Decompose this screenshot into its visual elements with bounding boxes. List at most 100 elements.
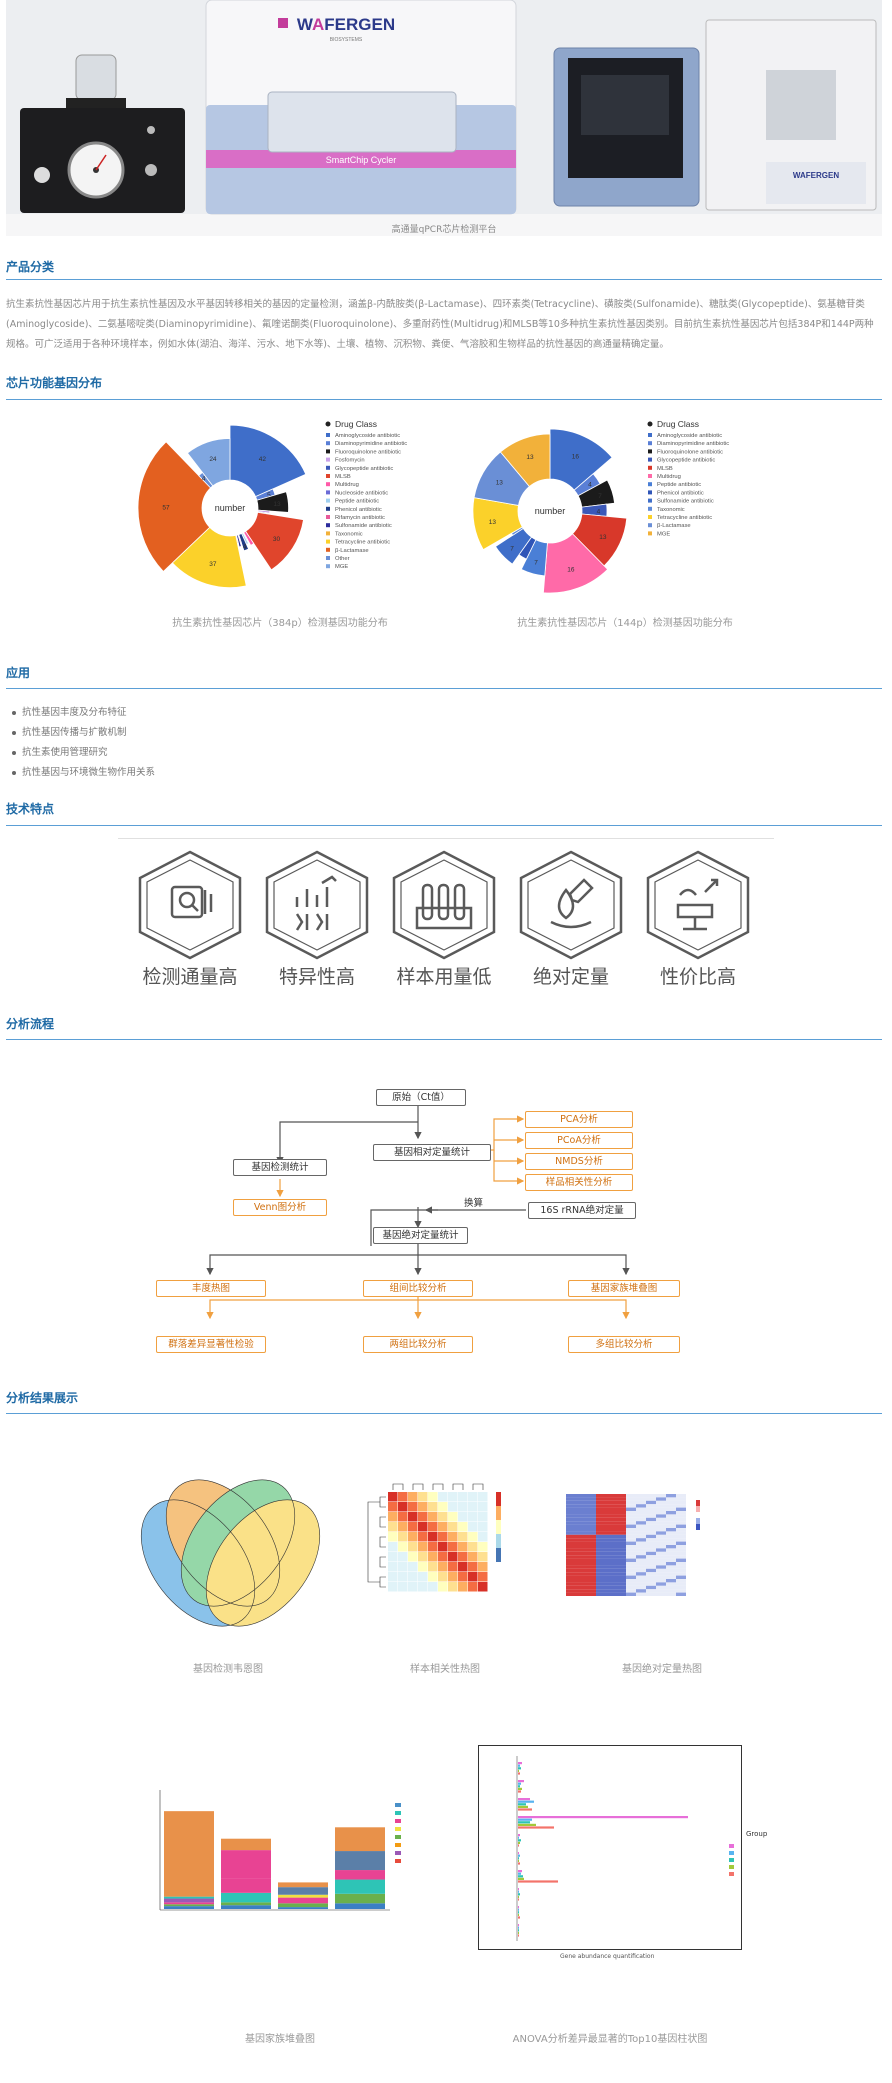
heat-cell: [646, 1538, 656, 1542]
legend-label: β-Lactamase: [335, 548, 369, 554]
heat-cell: [646, 1585, 656, 1590]
heat-cell: [596, 1538, 606, 1542]
heat-cell: [458, 1552, 468, 1562]
heat-cell: [576, 1507, 586, 1511]
bar-chart-icon: [265, 850, 369, 960]
heat-cell: [656, 1531, 666, 1535]
heat-cell: [586, 1579, 596, 1583]
heat-cell: [418, 1522, 428, 1532]
legend-swatch: [326, 523, 330, 528]
heat-cell: [646, 1497, 656, 1501]
pie-slice-label: 42: [259, 456, 267, 463]
heat-cell: [666, 1572, 676, 1576]
caption-anova: ANOVA分析差异最显著的Top10基因柱状图: [512, 2034, 708, 2045]
heat-cell: [566, 1507, 576, 1511]
heat-cell: [676, 1579, 686, 1583]
heat-cell: [676, 1592, 686, 1596]
heat-cell: [586, 1511, 596, 1515]
anova-bar: [518, 1818, 532, 1821]
legend-swatch: [648, 515, 652, 519]
heat-cell: [626, 1555, 636, 1559]
anova-bar: [518, 1898, 519, 1901]
colorbar-segment: [496, 1548, 501, 1562]
pie-slice-label: 16: [572, 454, 580, 461]
heat-cell: [438, 1582, 448, 1592]
heat-cell: [676, 1504, 686, 1508]
heat-cell: [566, 1575, 576, 1579]
heat-cell: [586, 1545, 596, 1549]
heat-cell: [636, 1504, 646, 1508]
legend-label: MGE: [657, 531, 670, 537]
heat-cell: [666, 1500, 676, 1505]
heat-cell: [458, 1572, 468, 1582]
anova-bar: [518, 1780, 524, 1783]
heat-cell: [428, 1552, 438, 1562]
heat-cell: [666, 1504, 676, 1508]
heat-cell: [646, 1494, 656, 1498]
heat-cell: [636, 1531, 646, 1535]
anova-bar: [518, 1906, 519, 1909]
heat-cell: [468, 1562, 478, 1572]
anova-bar: [518, 1888, 519, 1891]
anova-bar: [518, 1790, 521, 1793]
heat-cell: [438, 1502, 448, 1512]
pie-slice: [472, 497, 523, 551]
heat-cell: [606, 1565, 616, 1569]
heat-cell: [596, 1551, 606, 1556]
legend-label: Fluoroquinolone antibiotic: [657, 449, 723, 455]
legend-swatch: [395, 1819, 401, 1823]
heat-cell: [666, 1517, 676, 1522]
heat-cell: [566, 1555, 576, 1559]
heat-cell: [676, 1541, 686, 1545]
legend-swatch: [326, 457, 330, 462]
legend-swatch: [648, 449, 652, 454]
heat-cell: [626, 1558, 636, 1562]
heat-cell: [646, 1524, 656, 1528]
heat-cell: [646, 1551, 656, 1556]
legend-swatch: [326, 482, 330, 487]
heat-cell: [666, 1494, 676, 1498]
heat-cell: [616, 1579, 626, 1583]
heat-cell: [666, 1497, 676, 1501]
legend-swatch: [648, 531, 652, 536]
heat-cell: [448, 1532, 458, 1542]
legend-swatch: [326, 441, 330, 446]
stack-segment: [164, 1811, 214, 1897]
heat-cell: [576, 1548, 586, 1552]
heat-cell: [606, 1528, 616, 1532]
heat-cell: [666, 1528, 676, 1532]
legend-label: Tetracycline antibiotic: [335, 540, 390, 546]
pie-slice-label: 4: [243, 544, 247, 551]
heat-cell: [626, 1521, 636, 1525]
heat-cell: [636, 1494, 646, 1498]
anova-bar: [518, 1877, 524, 1880]
caption-heat: 基因绝对定量热图: [622, 1664, 702, 1675]
heat-cell: [576, 1521, 586, 1525]
heat-cell: [606, 1545, 616, 1549]
legend-swatch: [648, 441, 652, 446]
heat-cell: [676, 1494, 686, 1498]
heat-cell: [408, 1552, 418, 1562]
flow-node-multi-group: 多组比较分析: [568, 1336, 680, 1353]
heat-cell: [636, 1558, 646, 1562]
heat-cell: [478, 1582, 488, 1592]
heat-cell: [566, 1548, 576, 1552]
heat-cell: [428, 1572, 438, 1582]
legend-swatch: [648, 465, 652, 470]
heat-cell: [458, 1502, 468, 1512]
legend-swatch: [326, 433, 330, 437]
heat-cell: [478, 1572, 488, 1582]
divider: [6, 399, 882, 400]
list-item: 抗性基因与环境微生物作用关系: [12, 763, 155, 783]
stack-segment: [335, 1879, 385, 1894]
pie-slice: [235, 534, 242, 548]
heat-cell: [636, 1497, 646, 1501]
heat-cell: [676, 1589, 686, 1593]
heat-cell: [626, 1589, 636, 1593]
heat-cell: [458, 1582, 468, 1592]
heat-cell: [586, 1538, 596, 1542]
heat-cell: [576, 1555, 586, 1559]
feature-label: 特异性高: [278, 966, 355, 988]
heat-cell: [636, 1582, 646, 1586]
stack-segment: [164, 1896, 214, 1899]
